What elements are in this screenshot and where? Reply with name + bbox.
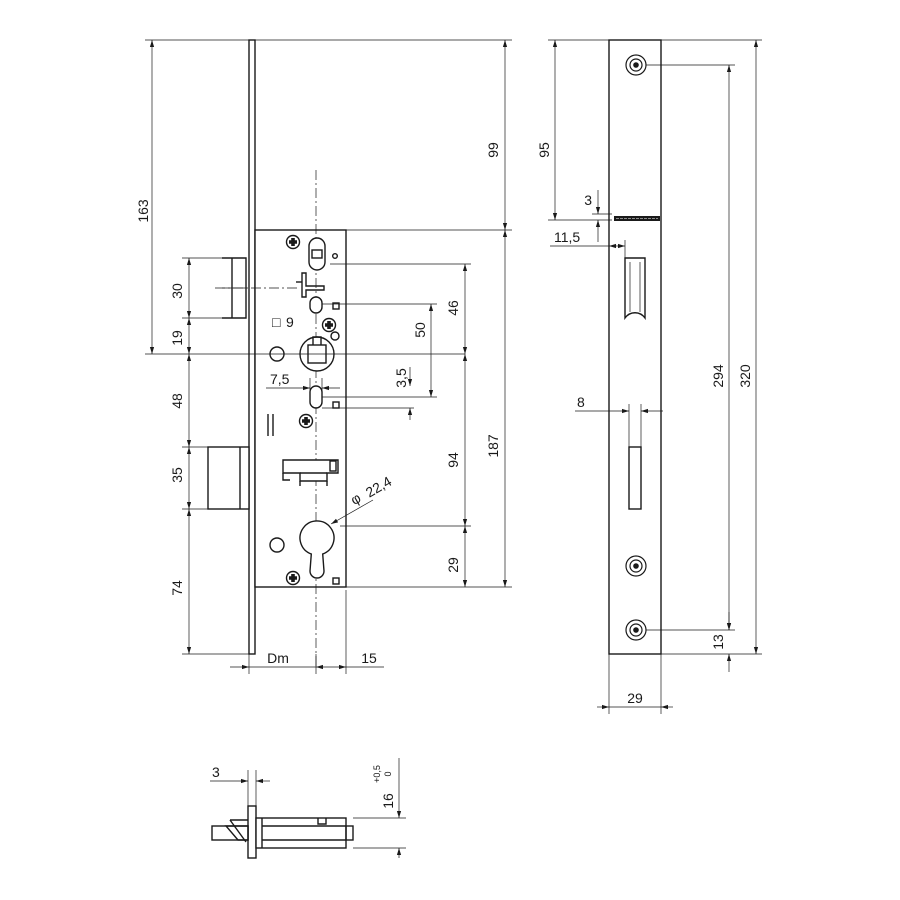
front-view: 163 30 19 48 35 74 99 187 46 94 29 <box>135 39 512 674</box>
upper-slot <box>309 296 323 314</box>
side-view: 95 3 11,5 8 294 13 320 <box>536 39 762 714</box>
dim-50: 50 <box>412 322 428 338</box>
dim-bottom-3: 3 <box>212 764 220 780</box>
cross-screw-icon <box>285 570 301 586</box>
dim-side-11-5: 11,5 <box>554 229 580 245</box>
dim-side-29: 29 <box>627 690 643 706</box>
dim-side-8: 8 <box>577 394 585 410</box>
dim-side-3: 3 <box>584 192 592 208</box>
dim-46: 46 <box>445 300 461 316</box>
dim-side-13: 13 <box>710 634 726 650</box>
dim-dm: Dm <box>267 650 289 666</box>
dim-48: 48 <box>169 393 185 409</box>
lower-slot <box>309 385 323 409</box>
dim-side-95: 95 <box>536 142 552 158</box>
latch-opening <box>624 257 646 321</box>
dim-7-5: 7,5 <box>270 371 290 387</box>
diameter-symbol: φ <box>348 489 364 507</box>
square-symbol: □ <box>272 314 281 330</box>
dim-19: 19 <box>169 330 185 346</box>
cross-screw-icon <box>321 317 337 333</box>
countersunk-hole-icon <box>625 555 647 577</box>
countersunk-hole-icon <box>625 619 647 641</box>
latch-mechanism <box>296 237 339 298</box>
faceplate-front <box>608 39 662 655</box>
cross-screw-icon <box>298 413 314 429</box>
faceplate-section <box>247 805 257 859</box>
bottom-view: 3 16 +0,5 0 <box>210 758 406 859</box>
faceplate <box>248 39 256 655</box>
dim-side-294: 294 <box>710 364 726 388</box>
dim-74: 74 <box>169 580 185 596</box>
dim-94: 94 <box>445 452 461 468</box>
cylinder-cutout <box>299 520 335 579</box>
dim-diameter-22-4: 22,4 <box>363 473 395 501</box>
dim-163: 163 <box>135 199 151 223</box>
dim-29: 29 <box>445 557 461 573</box>
dim-187: 187 <box>485 434 501 458</box>
bolt-mechanism <box>282 459 339 486</box>
dead-bolt <box>207 446 250 510</box>
dim-30: 30 <box>169 283 185 299</box>
brand-mark <box>614 216 660 221</box>
countersunk-hole-icon <box>625 54 647 76</box>
dim-bottom-tol-lower: 0 <box>383 771 393 776</box>
bolt-opening <box>628 446 642 510</box>
dim-35: 35 <box>169 467 185 483</box>
dim-side-320: 320 <box>737 364 753 388</box>
dim-99: 99 <box>485 142 501 158</box>
dim-3-5: 3,5 <box>393 368 409 388</box>
dim-bottom-16: 16 <box>380 793 396 809</box>
cross-screw-icon <box>285 234 301 250</box>
dim-bottom-tol-upper: +0,5 <box>372 765 382 783</box>
dim-square-9: 9 <box>286 314 294 330</box>
dim-15: 15 <box>361 650 377 666</box>
case-section <box>255 817 347 849</box>
